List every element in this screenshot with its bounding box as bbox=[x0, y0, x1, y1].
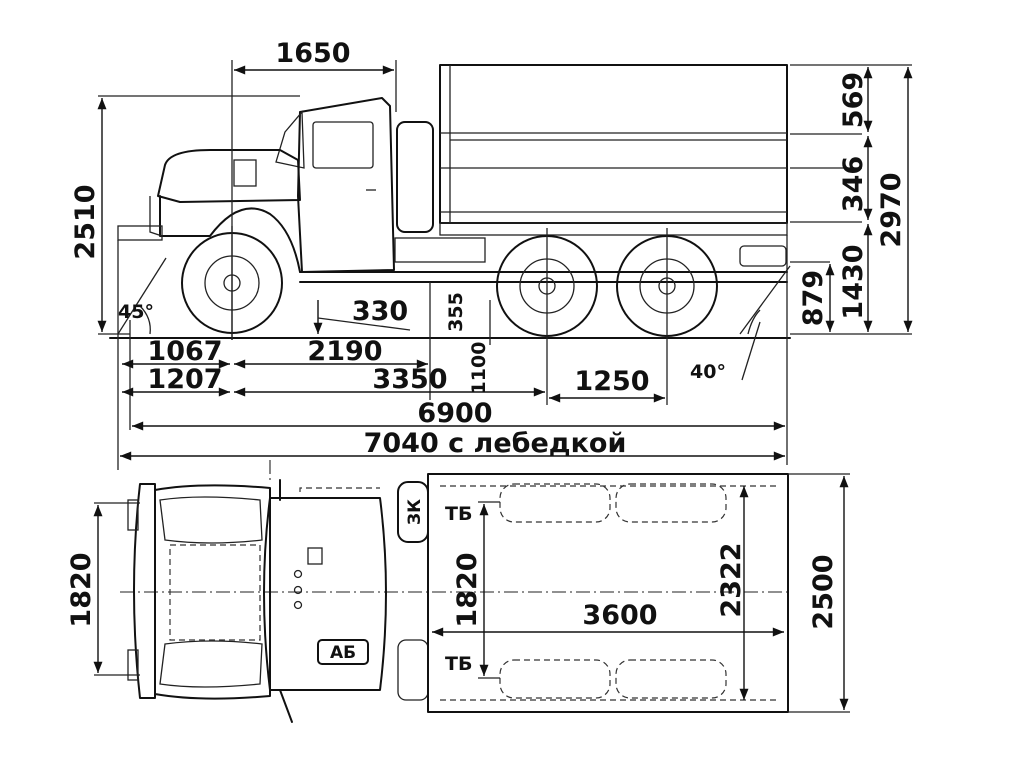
dim-3350: 3350 bbox=[372, 364, 447, 395]
cargo-platform-top bbox=[427, 473, 789, 713]
label-tb-bottom: ТБ bbox=[445, 653, 472, 675]
frame bbox=[299, 237, 788, 283]
label-zk: ЗК bbox=[405, 499, 425, 525]
dim-7040: 7040 с лебедкой bbox=[364, 428, 627, 459]
dim-355: 355 bbox=[445, 292, 467, 332]
dim-1650: 1650 bbox=[275, 38, 350, 69]
dim-1250: 1250 bbox=[574, 366, 649, 397]
angle-front: 45° bbox=[118, 301, 154, 323]
dim-879: 879 bbox=[798, 270, 829, 326]
dim-6900: 6900 bbox=[417, 398, 492, 429]
extension-lines bbox=[98, 60, 912, 470]
dim-1820-front: 1820 bbox=[66, 552, 97, 627]
dim-1430: 1430 bbox=[838, 244, 869, 319]
side-view: 1650 2510 569 346 1430 879 2970 45° 330 … bbox=[70, 38, 913, 470]
dim-2500: 2500 bbox=[808, 554, 839, 629]
dim-346: 346 bbox=[838, 156, 869, 212]
spare-wheel bbox=[396, 121, 434, 233]
dim-2970: 2970 bbox=[876, 172, 907, 247]
cab-top bbox=[263, 479, 387, 723]
battery-box bbox=[317, 639, 369, 665]
hood bbox=[117, 149, 301, 273]
dim-3600: 3600 bbox=[582, 600, 657, 631]
front-bumper bbox=[133, 483, 156, 699]
dim-569: 569 bbox=[838, 72, 869, 128]
label-ab: АБ bbox=[330, 643, 356, 663]
dim-1820-rear: 1820 bbox=[452, 552, 483, 627]
cargo-body bbox=[439, 64, 788, 236]
dim-1100: 1100 bbox=[468, 342, 490, 395]
label-tb-top: ТБ bbox=[445, 503, 472, 525]
rear-wheel-2 bbox=[616, 228, 718, 340]
dim-1067: 1067 bbox=[147, 336, 222, 367]
top-view: АБ ЗК ТБ ТБ 1820 1820 3600 bbox=[66, 460, 850, 723]
hood-top bbox=[154, 484, 271, 700]
dim-2190: 2190 bbox=[307, 336, 382, 367]
approach-angle bbox=[117, 257, 167, 335]
rear-wheel-1 bbox=[496, 228, 598, 340]
dim-2510: 2510 bbox=[70, 184, 101, 259]
cab bbox=[275, 97, 395, 273]
angle-rear: 40° bbox=[690, 361, 726, 383]
dim-2322: 2322 bbox=[716, 542, 747, 617]
departure-angle bbox=[739, 265, 791, 381]
dim-1207: 1207 bbox=[147, 364, 222, 395]
dim-330: 330 bbox=[352, 296, 408, 327]
